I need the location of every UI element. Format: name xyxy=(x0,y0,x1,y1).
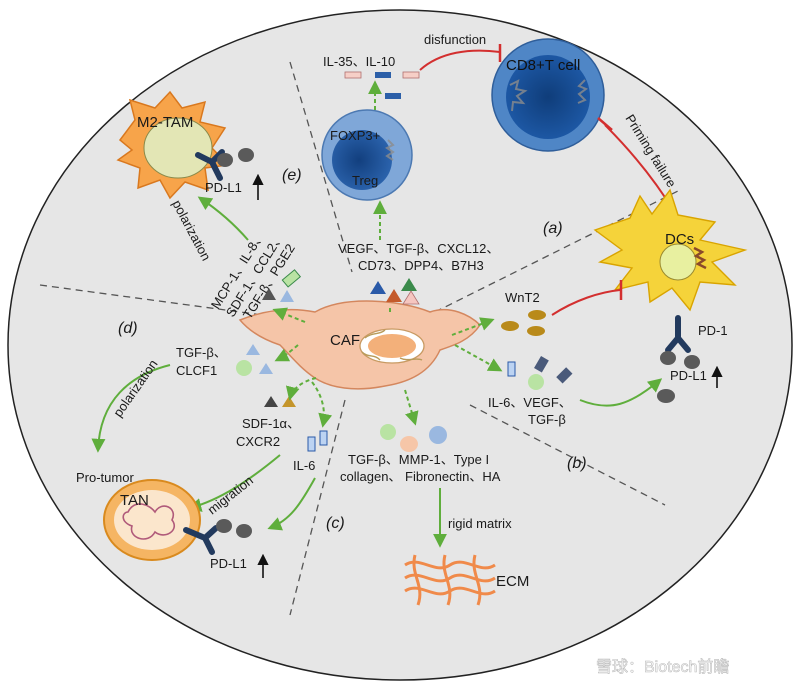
treg-label-2: Treg xyxy=(352,173,378,188)
watermark: 雪球：Biotech前瞻 xyxy=(596,658,730,677)
panel-e-label: (e) xyxy=(282,167,302,184)
factors-to-tan-arrow xyxy=(187,454,281,512)
ecm-fibers xyxy=(404,554,496,606)
treg-factors-line2: CD73、DPP4、B7H3 xyxy=(358,258,484,273)
pd1-label: PD-1 xyxy=(698,323,728,338)
caf-to-ecm-factors-arrow xyxy=(404,389,419,426)
caf-label: CAF xyxy=(330,332,360,349)
caf-to-il6-arrow xyxy=(311,381,333,428)
cd8-t-cell: CD8+T cell xyxy=(491,38,605,152)
treg-factors-line1: VEGF、TGF-β、CXCL12、 xyxy=(338,241,499,256)
treg-factor-triangles xyxy=(370,278,420,305)
panel-a-label: (a) xyxy=(543,220,563,237)
disfunction-inhibition: disfunction xyxy=(419,32,502,71)
clcf1-line2: CLCF1 xyxy=(176,363,217,378)
tan-label: TAN xyxy=(120,492,149,509)
caf-to-tam-factors-arrow xyxy=(272,307,306,323)
ecm-label: ECM xyxy=(496,573,529,590)
wnt2-inhibition xyxy=(551,280,623,316)
wnt2-molecules: WnT2 xyxy=(501,290,546,336)
ecm-factor-shapes xyxy=(380,424,447,452)
caf-to-tan-factors-arrow xyxy=(285,377,317,401)
ecm-factors-line2: collagen、 Fibronectin、HA xyxy=(340,469,501,484)
treg-label-1: FOXP3+ xyxy=(330,128,380,143)
tan-il6-label: IL-6 xyxy=(293,458,315,473)
tan-pdl1-receptor xyxy=(183,519,252,555)
panel-d-label: (d) xyxy=(118,320,138,337)
dc-factors-line2: TGF-β xyxy=(528,412,566,427)
clcf1-line1: TGF-β、 xyxy=(176,345,227,360)
caf-to-dc-factors-arrow xyxy=(454,344,503,372)
m2-tam-cell: M2-TAM xyxy=(116,90,230,200)
tam-factor-shapes xyxy=(262,269,302,302)
il35-il10-molecules: IL-35、IL-10 xyxy=(323,54,420,99)
disfunction-label: disfunction xyxy=(424,32,486,47)
panel-c-label: (c) xyxy=(326,515,345,532)
watermark-text: 雪球：Biotech前瞻 xyxy=(596,658,729,676)
dc-factor-shapes xyxy=(507,355,573,390)
caf-to-wnt2-arrow xyxy=(451,317,495,336)
wnt2-label: WnT2 xyxy=(505,290,540,305)
dendritic-cell: DCs xyxy=(593,188,748,312)
pdl1-dc-label: PD-L1 xyxy=(670,368,707,383)
caf-cell: CAF xyxy=(238,300,481,390)
pro-tumor-label: Pro-tumor xyxy=(76,470,134,485)
tan-sdf-line1: SDF-1α、 xyxy=(242,416,300,431)
tan-cell: TAN xyxy=(103,479,201,561)
il6-to-tan-arrow xyxy=(267,477,316,531)
tan-sdf-line2: CXCR2 xyxy=(236,434,280,449)
clcf1-to-pro-tumor-arrow xyxy=(91,364,171,453)
panel-b-label: (b) xyxy=(567,455,587,472)
ecm-factors-line1: TGF-β、MMP-1、Type I xyxy=(348,452,489,467)
tam-pdl1-receptor xyxy=(195,148,254,181)
il35-il10-label: IL-35、IL-10 xyxy=(323,54,395,69)
tam-factors-to-tam-arrow xyxy=(197,196,249,241)
dc-factors-to-dc-arrow xyxy=(579,378,663,407)
pdl1-tan-label: PD-L1 xyxy=(210,556,247,571)
cd8-label: CD8+T cell xyxy=(506,57,580,74)
clcf1-factor-shapes xyxy=(236,344,273,376)
treg-cell: FOXP3+ Treg xyxy=(321,109,413,201)
caf-to-clcf1-arrow xyxy=(274,344,299,362)
dcs-label: DCs xyxy=(665,231,694,248)
pd1-receptor xyxy=(657,315,700,403)
pdl1-tam-label: PD-L1 xyxy=(205,180,242,195)
m2-tam-label: M2-TAM xyxy=(137,114,193,131)
dc-factors-line1: IL-6、VEGF、 xyxy=(488,395,572,410)
tan-factor-shapes xyxy=(264,396,328,452)
rigid-matrix-label: rigid matrix xyxy=(448,516,512,531)
